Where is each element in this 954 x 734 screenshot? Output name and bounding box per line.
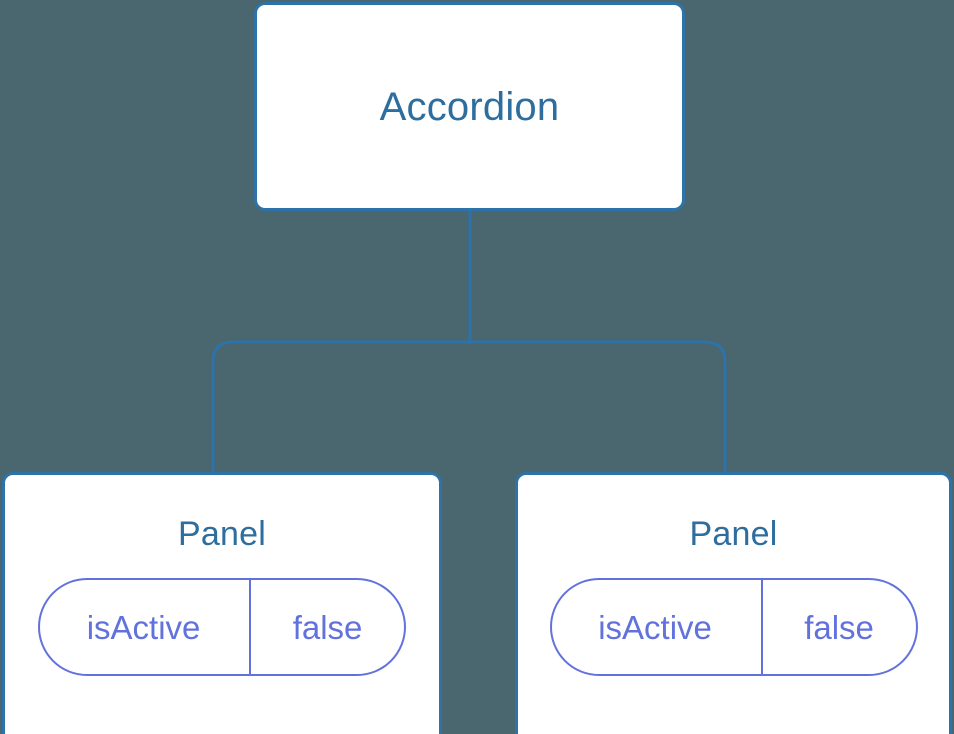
node-panel-2[interactable]: Panel isActive false (515, 472, 952, 734)
node-panel-2-label: Panel (689, 515, 778, 553)
node-accordion[interactable]: Accordion (254, 2, 685, 211)
node-panel-1-label: Panel (178, 515, 266, 553)
state-pill-panel-1-value: false (292, 608, 363, 646)
state-pill-panel-2-value: false (804, 608, 874, 646)
connector-to-right-child (470, 340, 727, 474)
node-accordion-label: Accordion (379, 84, 560, 129)
state-pill-panel-1[interactable]: isActive false (38, 578, 406, 676)
state-pill-panel-2[interactable]: isActive false (549, 578, 918, 676)
node-panel-1[interactable]: Panel isActive false (2, 472, 442, 734)
state-pill-panel-1-key: isActive (40, 580, 252, 674)
state-pill-panel-2-key: isActive (552, 580, 763, 674)
connector-to-left-child (211, 340, 470, 474)
